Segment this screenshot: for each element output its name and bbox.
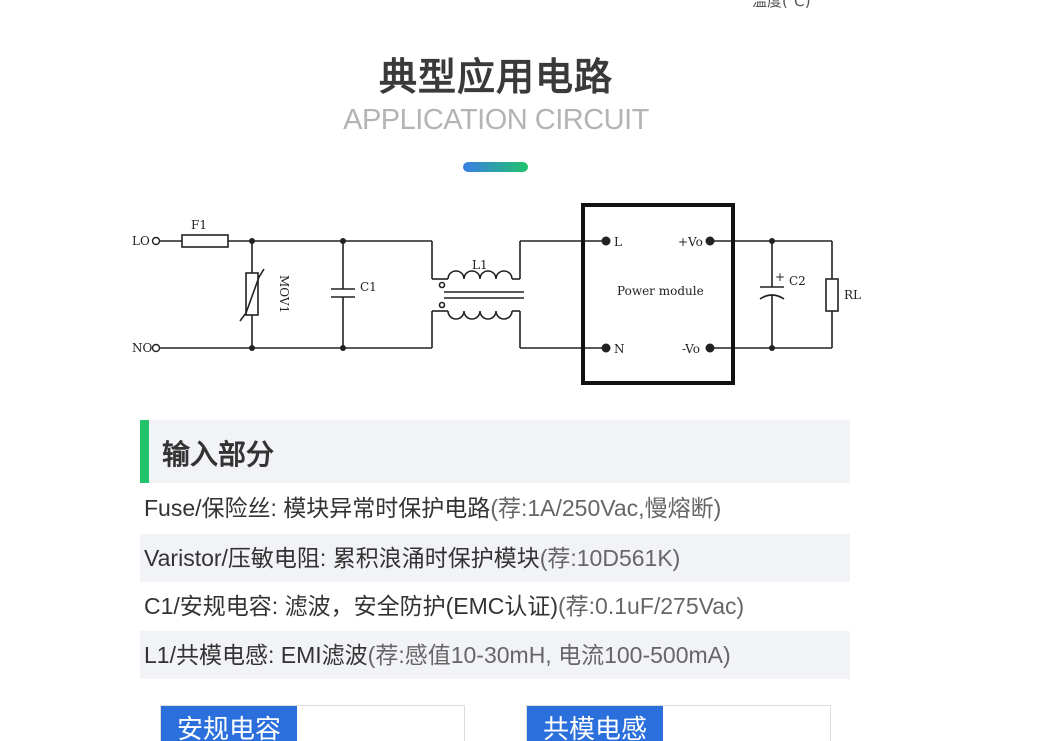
component-tag: 安规电容: [161, 706, 298, 741]
spec-row-recommendation: (荐:10D561K): [539, 545, 681, 571]
label-power-module: Power module: [617, 284, 704, 298]
spec-row-main: Fuse/保险丝: 模块异常时保护电路: [144, 495, 491, 521]
label-vo-plus: +Vo: [678, 235, 703, 249]
label-rl: RL: [844, 288, 861, 302]
spec-row: Varistor/压敏电阻: 累积浪涌时保护模块(荐:10D561K): [140, 534, 850, 582]
page-title: 典型应用电路: [378, 55, 613, 99]
page-subtitle: APPLICATION CIRCUIT: [343, 104, 649, 136]
title-accent-bar: [463, 162, 528, 172]
choke-l1-bottom-coil: [447, 310, 513, 320]
section-accent-stripe: [140, 420, 149, 483]
label-module-n: N: [614, 342, 625, 356]
resistor-rl-symbol: [825, 278, 839, 312]
label-lo: LO: [132, 234, 150, 248]
choke-l1-top-coil: [447, 270, 513, 280]
spec-row-recommendation: (荐:1A/250Vac,慢熔断): [490, 495, 722, 521]
spec-row-main: Varistor/压敏电阻: 累积浪涌时保护模块: [144, 545, 540, 571]
power-module-box: [581, 203, 735, 385]
spec-row-recommendation: (荐:0.1uF/275Vac): [558, 593, 745, 619]
label-c2: C2: [789, 274, 806, 288]
label-mov1: MOV1: [277, 275, 291, 313]
component-card-common-mode-choke: 共模电感: [526, 705, 831, 741]
label-vo-minus: -Vo: [682, 342, 700, 356]
section-title: 输入部分: [162, 438, 275, 471]
label-no: NO: [132, 341, 153, 355]
spec-row-main: C1/安规电容: 滤波，安全防护(EMC认证): [144, 593, 558, 619]
label-module-l: L: [614, 235, 622, 249]
spec-row: C1/安规电容: 滤波，安全防护(EMC认证)(荐:0.1uF/275Vac): [140, 582, 850, 630]
spec-row: L1/共模电感: EMI滤波(荐:感值10-30mH, 电流100-500mA): [140, 631, 850, 679]
component-card-safety-capacitor: 安规电容: [160, 705, 465, 741]
application-circuit-diagram: LO NO F1 MOV1 C1 L1 L N Power module +Vo…: [132, 203, 861, 385]
label-f1: F1: [191, 218, 207, 232]
spec-row-recommendation: (荐:感值10-30mH, 电流100-500mA): [367, 642, 731, 668]
label-c1: C1: [360, 280, 377, 294]
label-l1: L1: [472, 258, 488, 272]
spec-row-main: L1/共模电感: EMI滤波: [144, 642, 368, 668]
section-header-input: 输入部分: [140, 420, 850, 483]
cut-off-text: 温度(℃): [752, 0, 811, 10]
label-c2-plus: +: [775, 270, 785, 284]
fuse-f1-symbol: [181, 234, 229, 248]
spec-row: Fuse/保险丝: 模块异常时保护电路(荐:1A/250Vac,慢熔断): [140, 484, 850, 532]
component-tag: 共模电感: [527, 706, 664, 741]
